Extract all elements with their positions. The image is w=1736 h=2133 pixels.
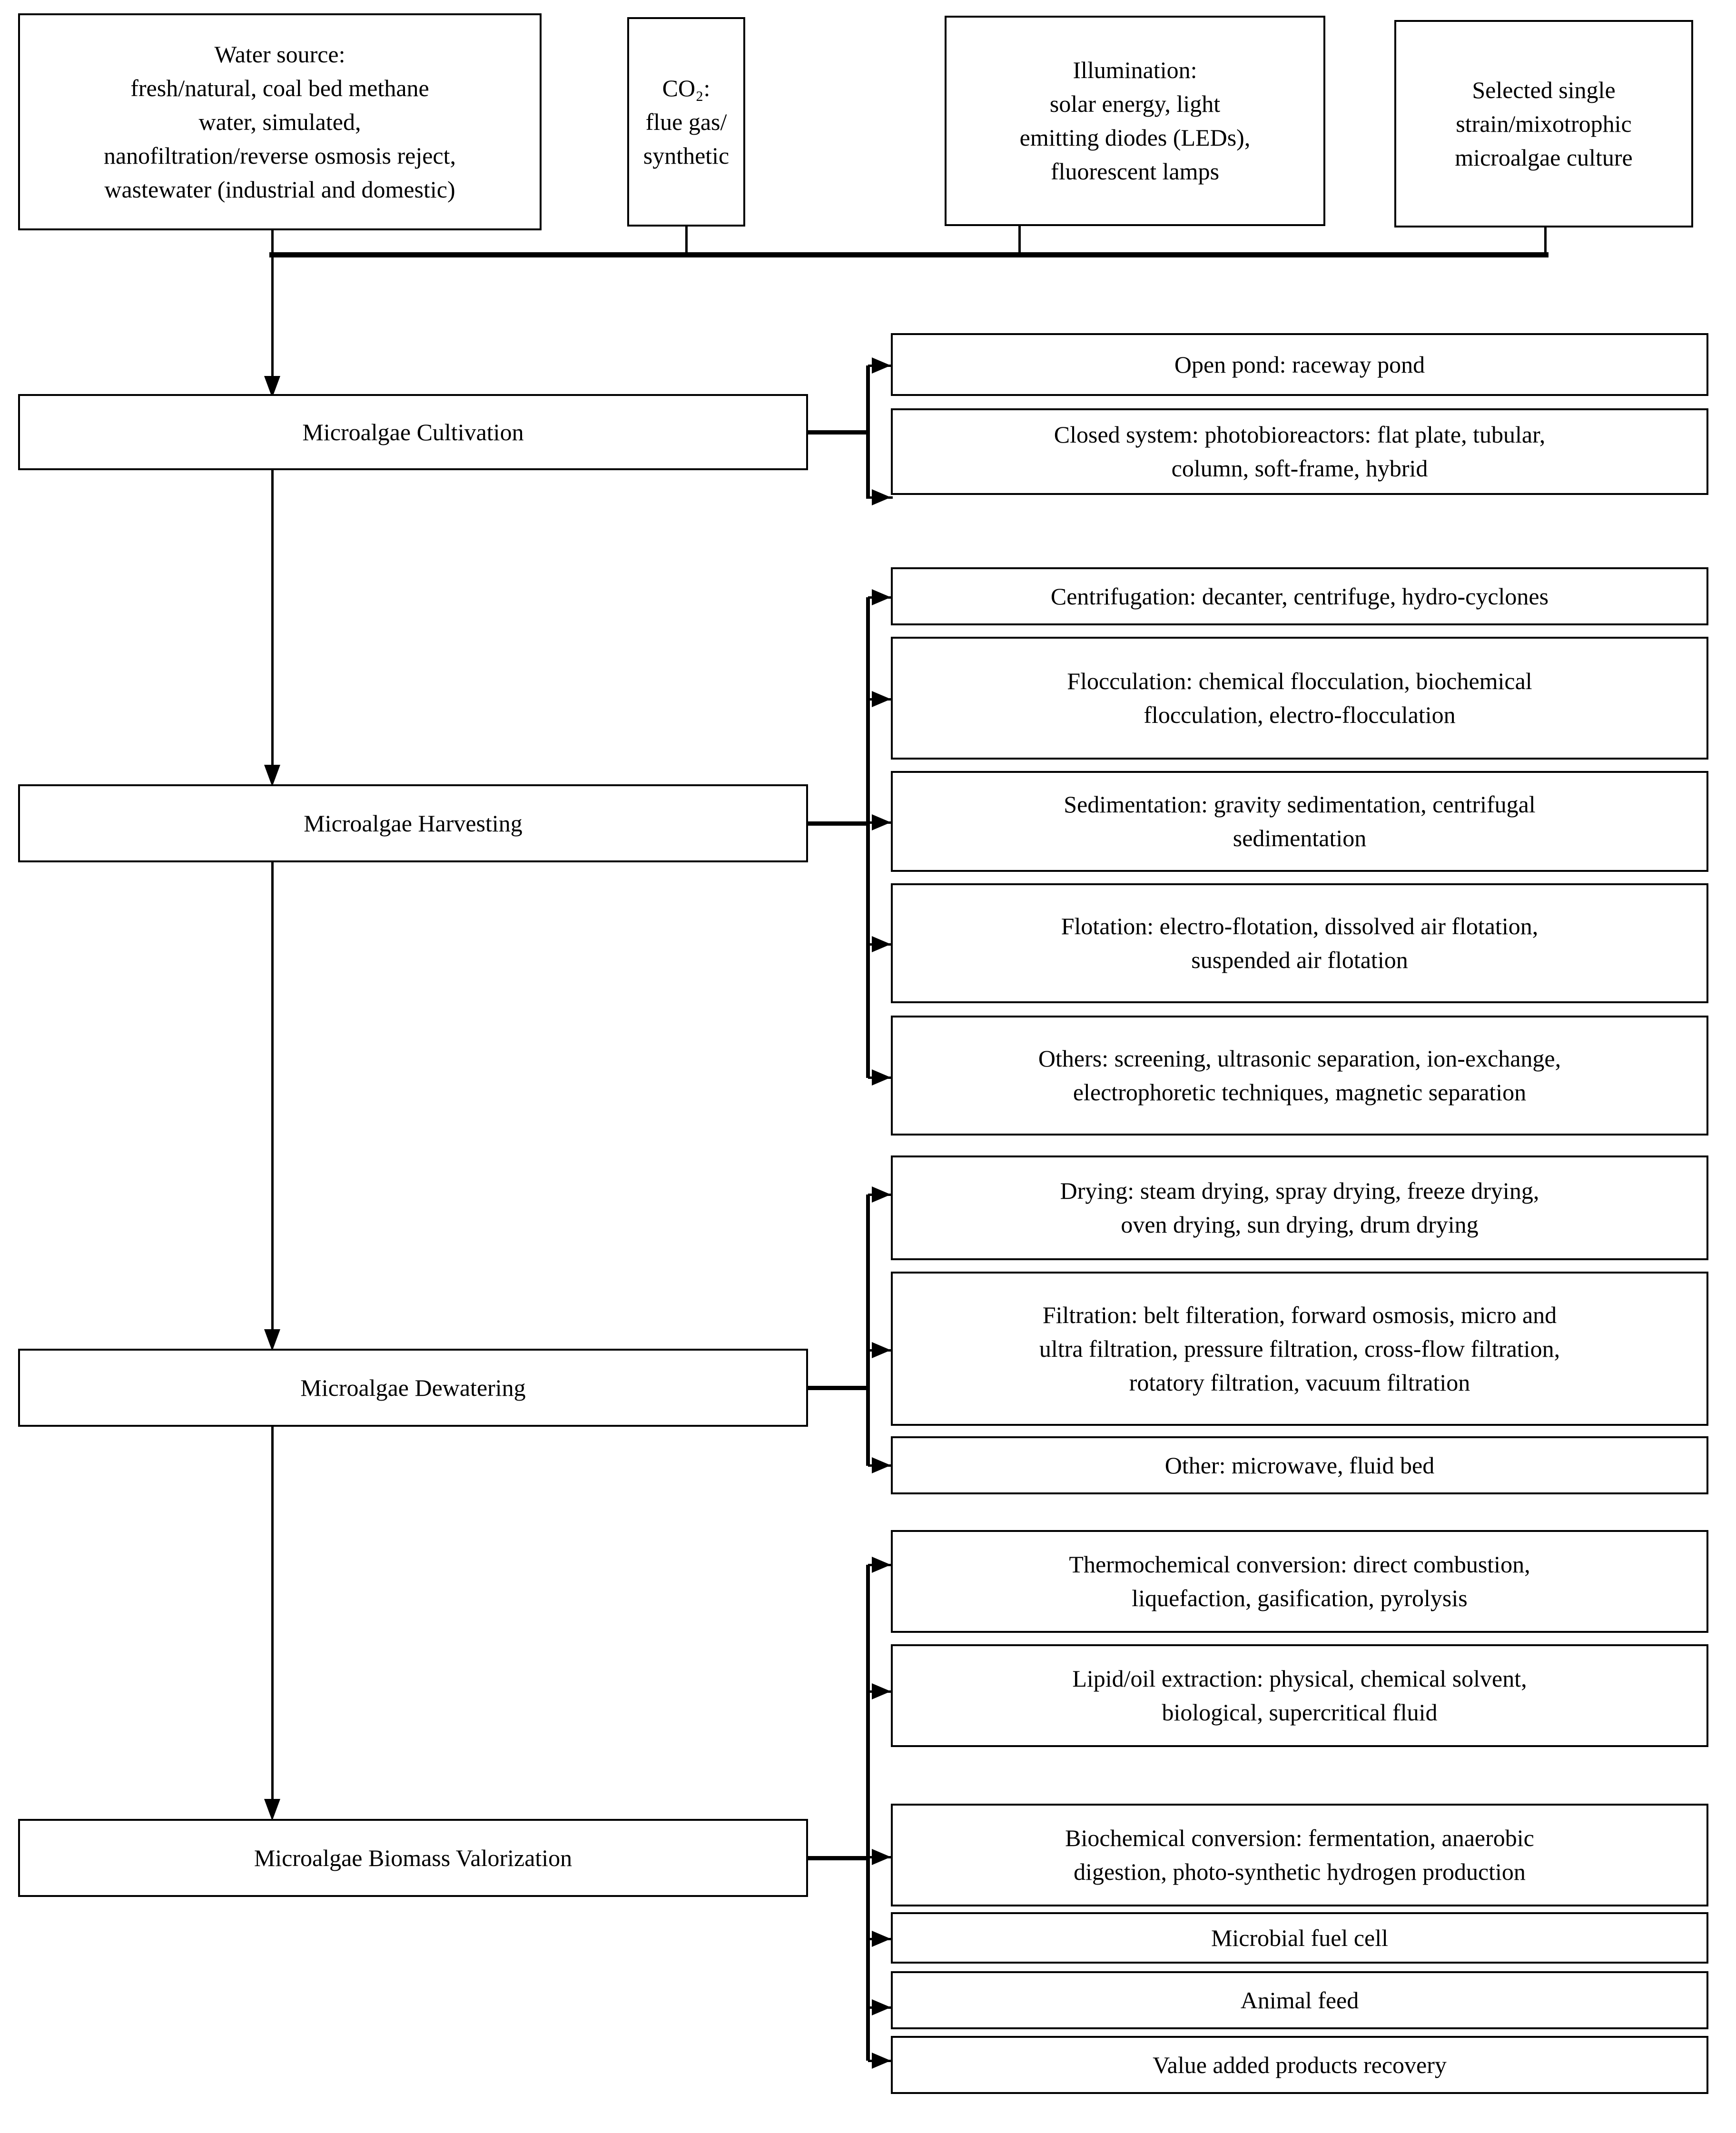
input-label-illumination: Illumination: solar energy, light emitti… bbox=[1019, 57, 1251, 185]
connector-stub-harvesting bbox=[807, 821, 868, 826]
arrowhead-sedimentation bbox=[872, 814, 891, 830]
arrowhead-open-pond bbox=[872, 357, 891, 374]
option-box-flocculation[interactable]: Flocculation: chemical flocculation, bio… bbox=[891, 637, 1708, 760]
option-label-value-added: Value added products recovery bbox=[1153, 2051, 1447, 2078]
input-label-co2: CO₂: flue gas/ synthetic bbox=[643, 74, 730, 169]
arrowhead-flotation bbox=[872, 936, 891, 952]
input-box-co2[interactable]: CO₂: flue gas/ synthetic bbox=[627, 17, 745, 227]
input-box-illumination[interactable]: Illumination: solar energy, light emitti… bbox=[945, 16, 1325, 226]
arrowhead-thermochemical bbox=[872, 1557, 891, 1573]
option-box-lipid-extraction[interactable]: Lipid/oil extraction: physical, chemical… bbox=[891, 1644, 1708, 1747]
stage-label-cultivation: Microalgae Cultivation bbox=[302, 418, 524, 445]
option-label-drying: Drying: steam drying, spray drying, free… bbox=[1060, 1177, 1539, 1238]
stage-box-valorization[interactable]: Microalgae Biomass Valorization bbox=[18, 1819, 808, 1897]
connector-drop-culture bbox=[1544, 227, 1547, 255]
option-label-thermochemical: Thermochemical conversion: direct combus… bbox=[1069, 1551, 1530, 1611]
connector-harvesting-to-dewatering bbox=[271, 862, 274, 1338]
option-box-centrifugation[interactable]: Centrifugation: decanter, centrifuge, hy… bbox=[891, 567, 1708, 625]
connector-spine-valorization bbox=[866, 1565, 870, 2061]
option-box-thermochemical[interactable]: Thermochemical conversion: direct combus… bbox=[891, 1530, 1708, 1633]
option-label-microbial-fuel-cell: Microbial fuel cell bbox=[1211, 1924, 1389, 1951]
option-box-value-added[interactable]: Value added products recovery bbox=[891, 2036, 1708, 2094]
connector-stub-valorization bbox=[807, 1856, 868, 1860]
input-box-water-source[interactable]: Water source: fresh/natural, coal bed me… bbox=[18, 13, 542, 230]
connector-dewatering-to-valorization bbox=[271, 1427, 274, 1807]
connector-spine-dewatering bbox=[866, 1195, 870, 1466]
connector-drop-illumination bbox=[1018, 226, 1021, 255]
arrowhead-centrifugation bbox=[872, 589, 891, 605]
option-box-filtration[interactable]: Filtration: belt filteration, forward os… bbox=[891, 1272, 1708, 1426]
connector-stub-cultivation bbox=[807, 430, 868, 434]
option-label-others-harvesting: Others: screening, ultrasonic separation… bbox=[1038, 1045, 1561, 1106]
arrowhead-closed-system bbox=[872, 489, 891, 505]
connector-drop-water-source bbox=[271, 230, 274, 255]
connector-stub-dewatering bbox=[807, 1386, 868, 1390]
input-label-water-source: Water source: fresh/natural, coal bed me… bbox=[103, 40, 456, 203]
input-box-culture[interactable]: Selected single strain/mixotrophic micro… bbox=[1394, 20, 1693, 227]
arrowhead-other-dewatering bbox=[872, 1457, 891, 1473]
connector-cultivation-to-harvesting bbox=[271, 470, 274, 772]
arrowhead-others-harvesting bbox=[872, 1069, 891, 1086]
option-box-biochemical[interactable]: Biochemical conversion: fermentation, an… bbox=[891, 1804, 1708, 1906]
arrowhead-lipid-extraction bbox=[872, 1683, 891, 1699]
option-box-closed-system[interactable]: Closed system: photobioreactors: flat pl… bbox=[891, 408, 1708, 495]
stage-label-dewatering: Microalgae Dewatering bbox=[300, 1374, 526, 1401]
arrowhead-value-added bbox=[872, 2053, 891, 2069]
option-label-flotation: Flotation: electro-flotation, dissolved … bbox=[1061, 913, 1539, 973]
arrowhead-drying bbox=[872, 1186, 891, 1203]
connector-trunk-to-cultivation bbox=[271, 255, 274, 384]
arrowhead-flocculation bbox=[872, 691, 891, 707]
stage-box-harvesting[interactable]: Microalgae Harvesting bbox=[18, 784, 808, 862]
arrowhead-biochemical bbox=[872, 1849, 891, 1865]
option-label-closed-system: Closed system: photobioreactors: flat pl… bbox=[1054, 421, 1546, 482]
option-label-sedimentation: Sedimentation: gravity sedimentation, ce… bbox=[1064, 791, 1536, 851]
option-label-biochemical: Biochemical conversion: fermentation, an… bbox=[1065, 1825, 1534, 1885]
option-box-open-pond[interactable]: Open pond: raceway pond bbox=[891, 333, 1708, 396]
option-label-flocculation: Flocculation: chemical flocculation, bio… bbox=[1067, 668, 1532, 728]
option-label-filtration: Filtration: belt filteration, forward os… bbox=[1039, 1301, 1560, 1396]
arrowhead-microbial-fuel-cell bbox=[872, 1931, 891, 1947]
arrowhead-to-dewatering bbox=[264, 1329, 280, 1351]
option-box-flotation[interactable]: Flotation: electro-flotation, dissolved … bbox=[891, 883, 1708, 1003]
connector-drop-co2 bbox=[685, 227, 688, 255]
option-label-centrifugation: Centrifugation: decanter, centrifuge, hy… bbox=[1050, 583, 1549, 610]
stage-box-cultivation[interactable]: Microalgae Cultivation bbox=[18, 394, 808, 470]
option-label-lipid-extraction: Lipid/oil extraction: physical, chemical… bbox=[1072, 1665, 1527, 1726]
stage-box-dewatering[interactable]: Microalgae Dewatering bbox=[18, 1349, 808, 1427]
option-box-other-dewatering[interactable]: Other: microwave, fluid bed bbox=[891, 1436, 1708, 1494]
option-box-others-harvesting[interactable]: Others: screening, ultrasonic separation… bbox=[891, 1016, 1708, 1136]
stage-label-harvesting: Microalgae Harvesting bbox=[304, 810, 523, 837]
option-box-animal-feed[interactable]: Animal feed bbox=[891, 1971, 1708, 2029]
option-label-other-dewatering: Other: microwave, fluid bed bbox=[1164, 1452, 1435, 1479]
arrowhead-to-valorization bbox=[264, 1799, 280, 1821]
option-box-microbial-fuel-cell[interactable]: Microbial fuel cell bbox=[891, 1912, 1708, 1964]
option-box-drying[interactable]: Drying: steam drying, spray drying, free… bbox=[891, 1155, 1708, 1260]
option-box-sedimentation[interactable]: Sedimentation: gravity sedimentation, ce… bbox=[891, 771, 1708, 872]
arrowhead-filtration bbox=[872, 1342, 891, 1358]
connector-input-bus bbox=[269, 252, 1549, 257]
arrowhead-animal-feed bbox=[872, 1999, 891, 2015]
connector-spine-cultivation bbox=[866, 365, 870, 499]
connector-spine-harvesting bbox=[866, 597, 870, 1078]
option-label-open-pond: Open pond: raceway pond bbox=[1174, 351, 1425, 378]
arrowhead-to-harvesting bbox=[264, 765, 280, 787]
stage-label-valorization: Microalgae Biomass Valorization bbox=[254, 1844, 572, 1871]
input-label-culture: Selected single strain/mixotrophic micro… bbox=[1455, 76, 1633, 171]
option-label-animal-feed: Animal feed bbox=[1240, 1986, 1359, 2014]
